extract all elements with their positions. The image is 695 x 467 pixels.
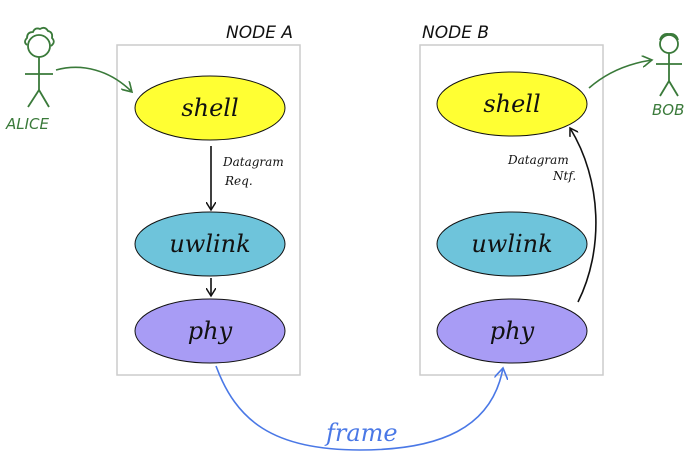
node-b-phy-layer[interactable] [436,298,588,364]
node-a-shell-label: shell [181,94,238,122]
node-a-phy-label: phy [188,317,233,345]
node-b-phy-label: phy [490,317,535,345]
node-b-notification-arrow [570,128,597,303]
bob-label: BOB [652,101,684,119]
node-b-shell-label: shell [483,90,540,118]
frame-arrow [215,365,503,451]
node-a-request-label-line2: Req. [224,174,253,188]
node-b-title: NODE B [422,23,489,43]
node-b-uwlink-label: uwlink [471,230,552,258]
bob-hair-icon [659,32,679,41]
alice-label: ALICE [5,115,50,133]
node-a-shell-layer[interactable] [134,75,286,141]
node-a-request-label-line1: Datagram [222,155,284,169]
shell-to-bob-arrow [588,60,652,89]
alice-figure [24,26,55,108]
node-b-shell-layer[interactable] [436,71,588,137]
node-b-notification-label-line1: Datagram [507,153,569,167]
node-b-uwlink-layer[interactable] [436,211,588,277]
node-b-notification-label-line2: Ntf. [552,169,576,183]
node-a: NODE A shell Datagram Req. uwlink phy [116,23,301,376]
node-b: NODE B shell Datagram Ntf. uwlink phy [419,23,604,376]
alice-to-shell-arrow [55,66,132,92]
bob-figure [656,32,682,97]
alice-hair-icon [24,26,55,47]
node-a-uwlink-label: uwlink [169,230,250,258]
node-a-uwlink-layer[interactable] [134,211,286,277]
frame-label: frame [324,419,398,447]
node-a-phy-layer[interactable] [134,298,286,364]
bob-head [659,34,679,54]
node-a-box [116,44,301,376]
node-a-title: NODE A [226,23,293,43]
alice-head [27,34,51,58]
node-b-box [419,44,604,376]
